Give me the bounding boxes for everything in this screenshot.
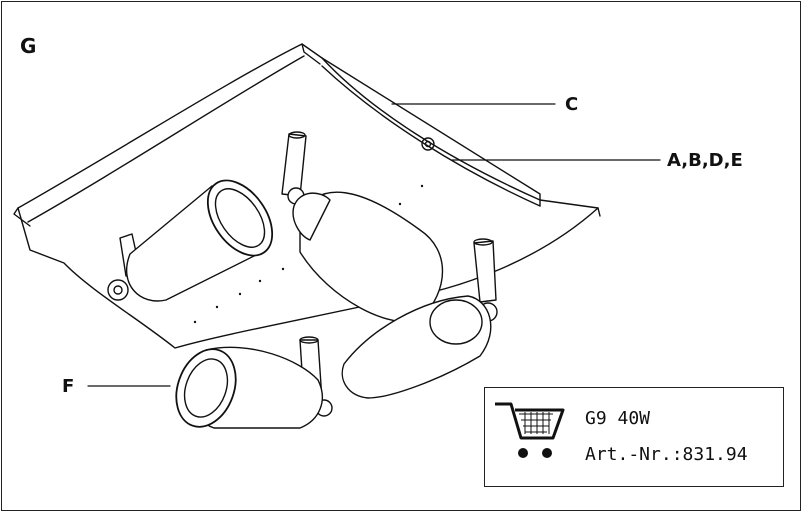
mounting-dots xyxy=(193,184,424,324)
callout-c: C xyxy=(565,94,579,115)
spotlight-2 xyxy=(281,131,444,323)
spotlight-3 xyxy=(341,238,498,399)
article-info-box: G9 40W Art.-Nr.:831.94 xyxy=(484,387,784,487)
spotlight-4 xyxy=(175,336,333,429)
callout-abde: A,B,D,E xyxy=(667,150,743,171)
shopping-cart-icon xyxy=(495,402,565,458)
leader-lines xyxy=(87,103,661,387)
spotlight-1 xyxy=(107,179,274,302)
figure-corner-label: G xyxy=(20,34,37,58)
bulb-spec: G9 40W xyxy=(585,408,651,429)
screw xyxy=(421,137,435,151)
callout-f: F xyxy=(62,376,75,397)
article-number: Art.-Nr.:831.94 xyxy=(585,444,748,465)
